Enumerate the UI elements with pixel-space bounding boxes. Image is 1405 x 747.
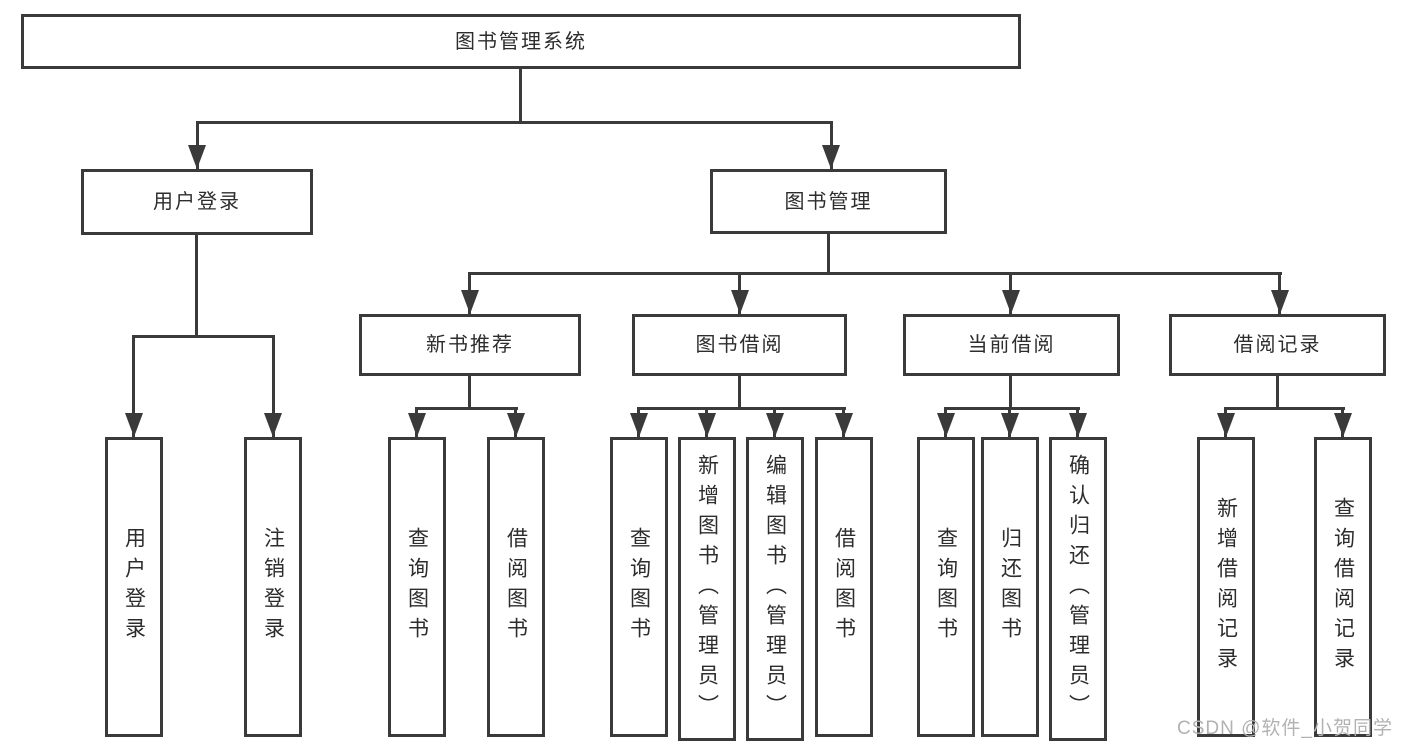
node-user-login: 用户登录 (81, 169, 313, 235)
arrow-down-icon (264, 413, 282, 437)
leaf-add-books-admin: 新增图书（管理员） (678, 437, 736, 741)
connector-line (195, 235, 198, 335)
arrow-down-icon (822, 145, 840, 169)
leaf-label: 查询借阅记录 (1331, 497, 1355, 677)
arrow-down-icon (835, 413, 853, 437)
arrow-down-icon (1001, 413, 1019, 437)
leaf-logout: 注销登录 (244, 437, 302, 737)
leaf-label: 新增图书（管理员） (695, 454, 719, 724)
connector-line (132, 335, 275, 338)
leaf-edit-books-admin: 编辑图书（管理员） (746, 437, 804, 741)
arrow-down-icon (698, 413, 716, 437)
connector-line (519, 69, 522, 121)
node-label: 图书借阅 (695, 334, 784, 356)
leaf-add-borrow-record: 新增借阅记录 (1197, 437, 1255, 737)
leaf-user-login: 用户登录 (105, 437, 163, 737)
leaf-label: 借阅图书 (832, 527, 856, 647)
node-book-management: 图书管理 (710, 169, 947, 234)
arrow-down-icon (731, 290, 749, 314)
leaf-label: 注销登录 (261, 527, 285, 647)
connector-line (738, 376, 741, 407)
connector-line (468, 376, 471, 407)
leaf-query-books: 查询图书 (917, 437, 975, 737)
connector-line (827, 234, 830, 274)
leaf-label: 确认归还（管理员） (1066, 454, 1090, 724)
node-library-system: 图书管理系统 (21, 14, 1021, 69)
leaf-query-books: 查询图书 (388, 437, 446, 737)
connector-line (196, 121, 833, 124)
node-current-borrowing: 当前借阅 (903, 314, 1120, 376)
connector-line (1009, 376, 1012, 407)
node-book-borrowing: 图书借阅 (632, 314, 847, 376)
arrow-down-icon (188, 145, 206, 169)
leaf-label: 编辑图书（管理员） (763, 454, 787, 724)
node-label: 图书管理系统 (455, 30, 587, 53)
connector-line (272, 335, 275, 437)
node-borrow-records: 借阅记录 (1169, 314, 1386, 376)
arrow-down-icon (1217, 413, 1235, 437)
leaf-label: 查询图书 (934, 527, 958, 647)
connector-line (1276, 376, 1279, 407)
leaf-borrow-books: 借阅图书 (815, 437, 873, 737)
leaf-return-books: 归还图书 (981, 437, 1039, 737)
arrow-down-icon (461, 290, 479, 314)
connector-line (468, 272, 1282, 275)
connector-line (1224, 407, 1345, 410)
node-label: 新书推荐 (426, 334, 514, 356)
connector-line (132, 335, 135, 437)
connector-line (415, 407, 518, 410)
leaf-label: 用户登录 (122, 527, 146, 647)
arrow-down-icon (630, 413, 648, 437)
arrow-down-icon (125, 413, 143, 437)
leaf-label: 归还图书 (998, 527, 1022, 647)
leaf-label: 借阅图书 (504, 527, 528, 647)
leaf-confirm-return-admin: 确认归还（管理员） (1049, 437, 1107, 741)
node-label: 图书管理 (784, 190, 873, 213)
leaf-borrow-books: 借阅图书 (487, 437, 545, 737)
leaf-query-books: 查询图书 (610, 437, 668, 737)
arrow-down-icon (1002, 290, 1020, 314)
connector-line (944, 407, 1080, 410)
arrow-down-icon (507, 413, 525, 437)
arrow-down-icon (1334, 413, 1352, 437)
arrow-down-icon (766, 413, 784, 437)
connector-line (637, 407, 846, 410)
node-label: 借阅记录 (1233, 334, 1322, 356)
arrow-down-icon (1069, 413, 1087, 437)
arrow-down-icon (1271, 290, 1289, 314)
node-new-book-recommend: 新书推荐 (359, 314, 581, 376)
node-label: 当前借阅 (967, 334, 1056, 356)
arrow-down-icon (408, 413, 426, 437)
leaf-label: 新增借阅记录 (1214, 497, 1238, 677)
node-label: 用户登录 (153, 191, 241, 213)
csdn-watermark: CSDN @软件_小贺同学 (1177, 718, 1393, 739)
arrow-down-icon (937, 413, 955, 437)
leaf-label: 查询图书 (405, 527, 429, 647)
leaf-label: 查询图书 (627, 527, 651, 647)
leaf-query-borrow-record: 查询借阅记录 (1314, 437, 1372, 737)
